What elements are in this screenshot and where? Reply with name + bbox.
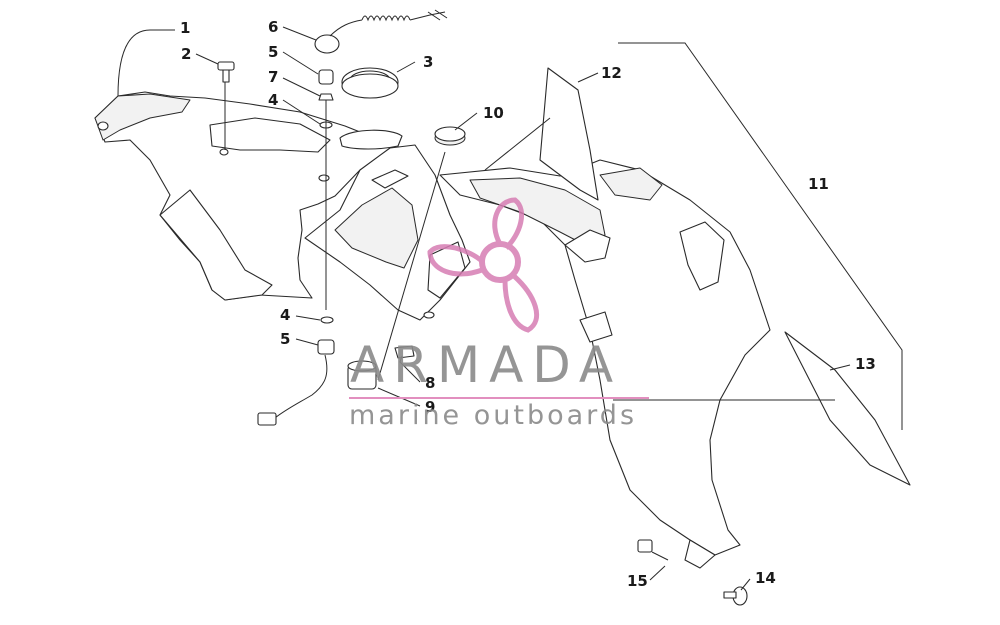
clip-part-8	[394, 345, 415, 359]
callout-5-bottom: 5	[280, 330, 290, 348]
grommet-part-5-top	[318, 69, 334, 85]
decal-part-13	[784, 331, 911, 486]
watermark-subtitle: marine outboards	[349, 400, 638, 431]
watermark-divider	[349, 397, 649, 399]
watermark-brand: ARMADA	[350, 336, 623, 394]
callout-9: 9	[425, 398, 435, 416]
screw-part-2	[217, 61, 235, 83]
callout-7: 7	[268, 68, 278, 86]
tether-cord-part-6	[314, 9, 448, 54]
washer-part-4-bottom	[320, 316, 334, 324]
callout-4-top: 4	[268, 91, 278, 109]
callout-labels: 1 2 3 4 4 5 5 6 7 8 9 10 11 12 13 14 15	[180, 18, 876, 590]
callout-15: 15	[627, 572, 648, 590]
callout-14: 14	[755, 569, 776, 587]
clip-part-15	[637, 539, 669, 561]
switch-part-5-bottom	[257, 339, 335, 426]
callout-4-bottom: 4	[280, 306, 290, 324]
callout-12: 12	[601, 64, 622, 82]
cap-part-10	[434, 126, 466, 146]
fuel-cap-ring-part-3	[341, 67, 399, 99]
callout-13: 13	[855, 355, 876, 373]
callout-11: 11	[808, 175, 829, 193]
callout-5-top: 5	[268, 43, 278, 61]
callout-2: 2	[181, 45, 191, 63]
switch-part-9	[347, 360, 377, 390]
right-body-panel-part	[439, 159, 771, 569]
propeller-logo-icon	[427, 197, 540, 333]
callout-3: 3	[423, 53, 433, 71]
callout-10: 10	[483, 104, 504, 122]
callout-1: 1	[180, 19, 190, 37]
center-dash-panel-part	[304, 144, 471, 321]
callout-8: 8	[425, 374, 435, 392]
callout-6: 6	[268, 18, 278, 36]
fastener-part-14	[723, 586, 748, 606]
windshield-part-12	[539, 67, 599, 201]
front-shroud-part	[94, 91, 403, 301]
nut-part-7	[318, 93, 334, 101]
